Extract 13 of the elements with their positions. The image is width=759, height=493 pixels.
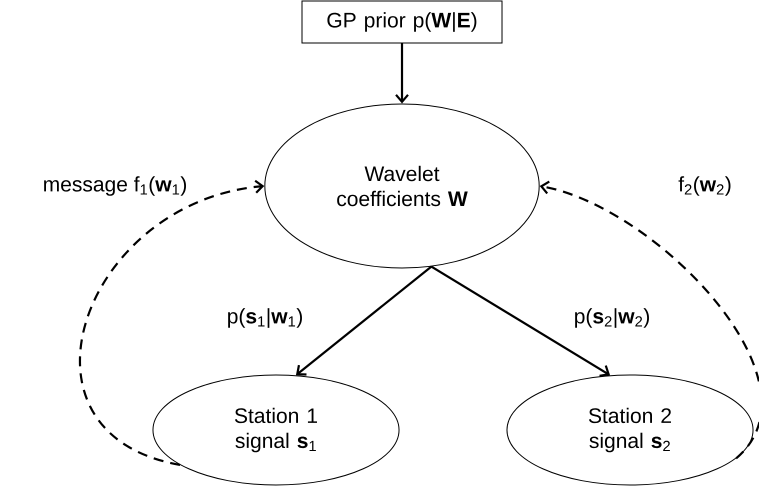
- edge-label: message f$_{1}$(w$_{1}$): [42, 175, 188, 197]
- arrow: [296, 266, 432, 376]
- ellipse-node: Wavelet coefficients W: [264, 104, 540, 268]
- arrow: [395, 44, 409, 104]
- dashed-arrow: [540, 180, 759, 460]
- arrow: [430, 266, 610, 377]
- prior-box: GP prior p(W|E): [302, 0, 502, 44]
- dashed-arrow: [79, 180, 264, 466]
- edge-label: p(s$_{2}$|w$_{2}$): [572, 307, 652, 329]
- edge-label: f$_{2}$(w$_{2}$): [677, 175, 733, 197]
- ellipse-node: Station 1 signal s$_{1}$: [152, 374, 400, 486]
- edge-label: p(s$_{1}$|w$_{1}$): [226, 307, 304, 329]
- ellipse-node: Station 2 signal s$_{2}$: [506, 374, 754, 486]
